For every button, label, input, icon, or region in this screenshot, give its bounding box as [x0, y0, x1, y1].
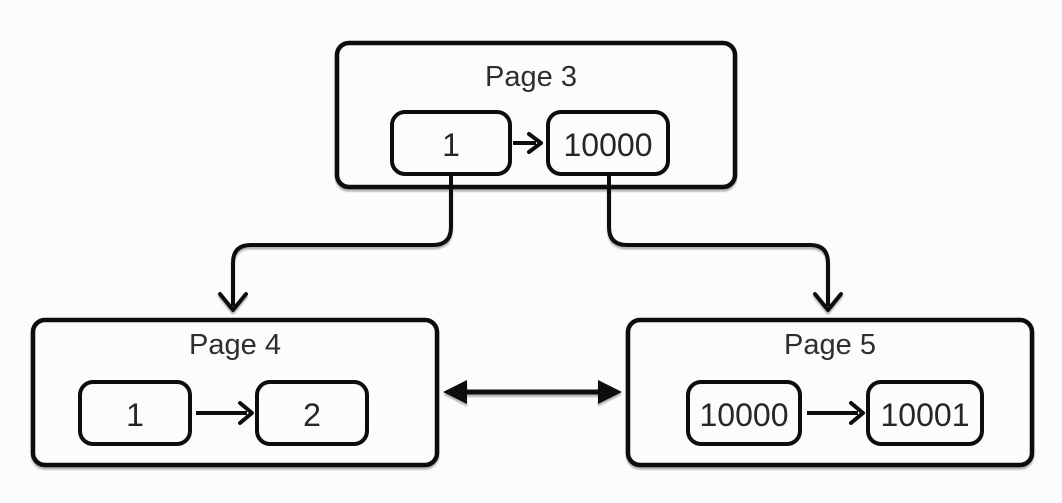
page3-to-page4-arrow [218, 175, 453, 312]
page3-title: Page 3 [485, 61, 577, 93]
connector-arrow-head [218, 292, 248, 312]
connector-line [607, 175, 830, 306]
arrow-head [527, 132, 543, 154]
page5-title: Page 5 [784, 329, 876, 361]
page3-key2-box [546, 110, 670, 176]
page5-next-key-arrow-icon [807, 401, 865, 425]
page4-group: Page 4 1 2 [30, 317, 440, 468]
connector-arrow-head [813, 292, 843, 312]
page5-key1-value: 10000 [700, 397, 789, 433]
connector-line [231, 175, 453, 306]
page5-key1-box [686, 380, 802, 446]
page4-key1-box [78, 380, 192, 446]
arrow-head [238, 401, 254, 425]
page3-key1-box [390, 110, 512, 176]
page3-key2-value: 10000 [564, 127, 653, 163]
page4-page5-sibling-double-arrow [443, 380, 622, 404]
page5-key2-box [866, 380, 984, 446]
page4-title: Page 4 [189, 329, 281, 361]
arrow-head [849, 401, 865, 425]
page4-next-key-arrow-icon [196, 401, 254, 425]
page5-group: Page 5 10000 10001 [625, 317, 1035, 468]
page5-key2-value: 10001 [881, 397, 970, 433]
page4-key1-value: 1 [126, 397, 144, 433]
double-arrow-left-head [443, 380, 467, 404]
page4-key2-box [255, 380, 369, 446]
double-arrow-right-head [598, 380, 622, 404]
page3-key1-value: 1 [442, 127, 460, 163]
page3-group: Page 3 1 10000 [334, 40, 738, 190]
page3-next-key-arrow-icon [513, 132, 543, 154]
page3-to-page5-arrow [607, 175, 843, 312]
page4-key2-value: 2 [303, 397, 321, 433]
